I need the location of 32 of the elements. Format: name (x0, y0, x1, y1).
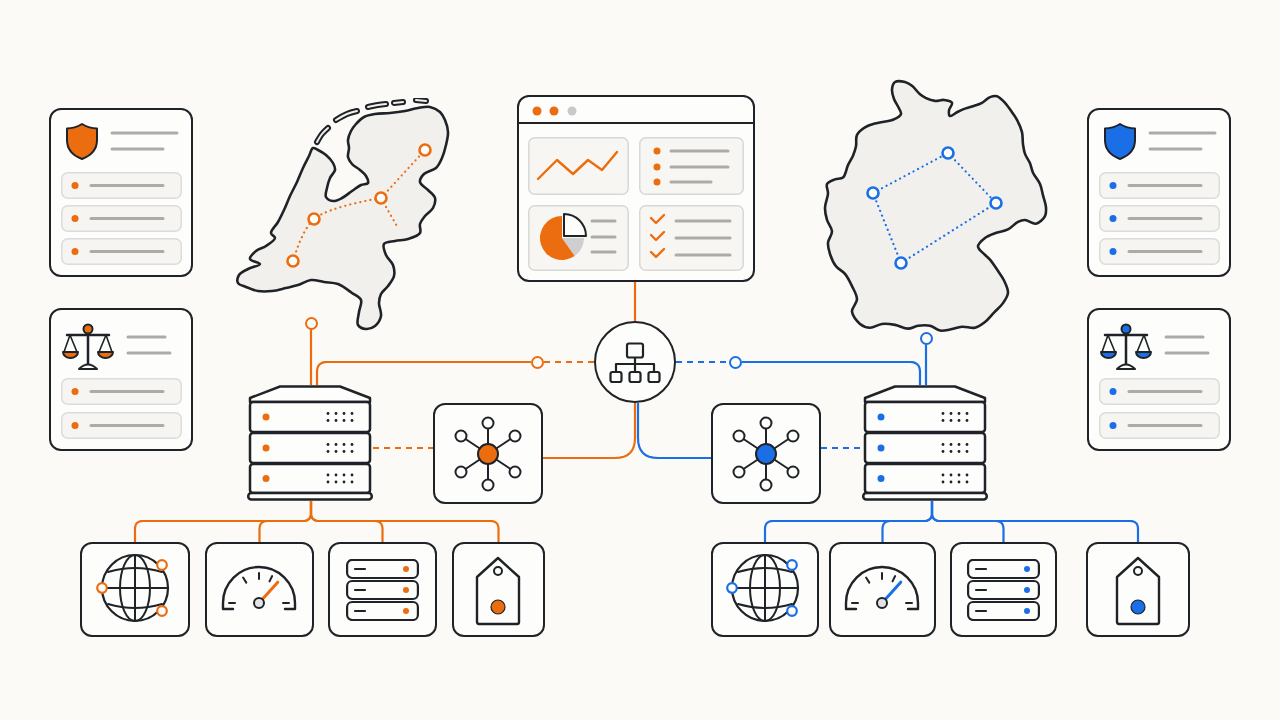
shield-info-card (49, 108, 193, 277)
gauge-card (829, 542, 936, 637)
server-card (950, 542, 1057, 637)
dashed-connector (821, 446, 862, 450)
connector-line (309, 501, 500, 542)
connector-line (742, 360, 922, 385)
connector-line (633, 282, 637, 321)
connector-line (930, 501, 1140, 542)
dashed-connector (544, 360, 594, 364)
junction-circle (304, 316, 318, 330)
globe-card (80, 542, 190, 637)
server-card (328, 542, 437, 637)
tag-card (452, 542, 545, 637)
gauge-card (205, 542, 314, 637)
connector-line (924, 344, 928, 385)
junction-circle (919, 331, 933, 345)
connector-line (315, 360, 531, 385)
tag-card (1086, 542, 1190, 637)
network-card (711, 403, 821, 504)
junction-circle (729, 355, 742, 369)
scales-info-card (49, 308, 193, 451)
scales-info-card (1087, 308, 1231, 451)
junction-circle (531, 355, 544, 369)
network-card (433, 403, 543, 504)
globe-card (711, 542, 819, 637)
dashboard-window (517, 95, 755, 282)
connector-line (636, 403, 711, 460)
shield-info-card (1087, 108, 1231, 277)
connector-line (543, 403, 637, 460)
dashed-connector (373, 446, 433, 450)
connector-line (309, 329, 313, 385)
dashed-connector (676, 360, 729, 364)
